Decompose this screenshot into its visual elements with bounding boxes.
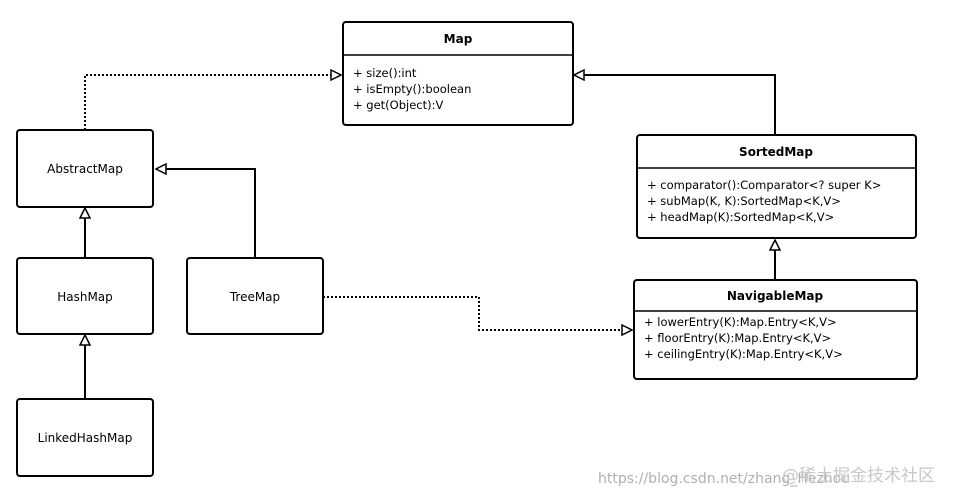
navigablemap-member-lowerentry: + lowerEntry(K):Map.Entry<K,V> [644, 315, 837, 329]
csdn-watermark-url: https://blog.csdn.net/zhang_Hezhou [598, 471, 851, 487]
navigablemap-class-name: NavigableMap [727, 289, 824, 303]
hashmap-class-name: HashMap [57, 290, 113, 304]
treemap-class-box[interactable]: TreeMap [186, 257, 324, 335]
map-member-size: + size():int [353, 66, 417, 80]
sortedmap-class-name: SortedMap [739, 145, 813, 159]
navigablemap-class-box[interactable]: NavigableMap + lowerEntry(K):Map.Entry<K… [633, 279, 918, 380]
navigablemap-member-floorentry: + floorEntry(K):Map.Entry<K,V> [644, 331, 831, 345]
sortedmap-member-submap: + subMap(K, K):SortedMap<K,V> [647, 194, 841, 208]
hashmap-class-box[interactable]: HashMap [16, 257, 154, 335]
sortedmap-class-box[interactable]: SortedMap + comparator():Comparator<? su… [636, 134, 917, 239]
linkedhashmap-class-box[interactable]: LinkedHashMap [16, 398, 154, 477]
sortedmap-member-headmap: + headMap(K):SortedMap<K,V> [647, 210, 834, 224]
abstractmap-class-box[interactable]: AbstractMap [16, 129, 154, 208]
sortedmap-extends-map-line [574, 75, 776, 135]
map-class-box[interactable]: Map + size():int + isEmpty():boolean + g… [342, 21, 574, 126]
treemap-implements-navigablemap-line [323, 296, 632, 330]
sortedmap-member-comparator: + comparator():Comparator<? super K> [647, 178, 881, 192]
map-class-name: Map [444, 32, 473, 46]
map-member-isempty: + isEmpty():boolean [353, 82, 471, 96]
linkedhashmap-class-name: LinkedHashMap [38, 431, 133, 445]
treemap-class-name: TreeMap [229, 290, 280, 304]
juejin-watermark: @稀土掘金技术社区 [782, 466, 935, 486]
abstractmap-class-name: AbstractMap [47, 162, 123, 176]
abstractmap-implements-map-line [84, 75, 341, 130]
treemap-extends-abstractmap-line [156, 169, 256, 258]
map-member-get: + get(Object):V [353, 98, 443, 112]
navigablemap-member-ceilingentry: + ceilingEntry(K):Map.Entry<K,V> [644, 347, 843, 361]
